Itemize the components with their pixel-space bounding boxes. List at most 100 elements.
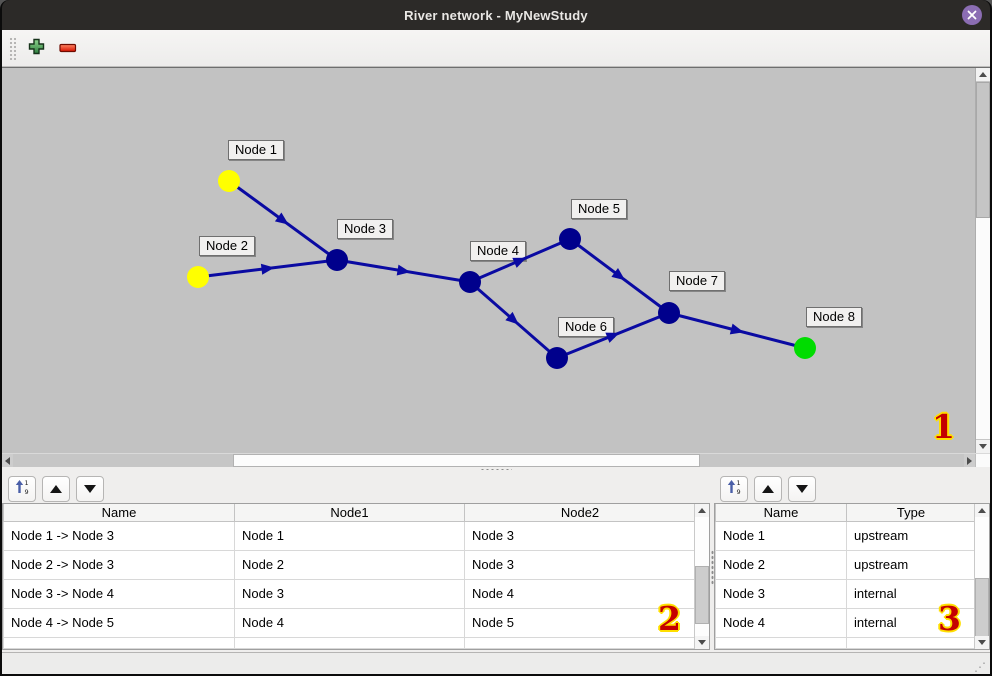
- table-cell[interactable]: Node 2 -> Node 3: [3, 549, 235, 580]
- down-arrow-icon: [796, 484, 808, 493]
- horizontal-splitter[interactable]: [2, 467, 990, 472]
- table-scroll-thumb[interactable]: [695, 566, 709, 624]
- move-up-button[interactable]: [754, 475, 782, 502]
- table-cell: [3, 636, 235, 649]
- remove-link-button[interactable]: [57, 39, 79, 58]
- resize-grip-icon[interactable]: ⋰: [974, 660, 986, 674]
- sort-button[interactable]: 1 9: [8, 475, 36, 502]
- canvas-vscrollbar[interactable]: [975, 68, 990, 453]
- table-cell[interactable]: Node 1: [715, 520, 847, 551]
- scroll-up-button[interactable]: [975, 504, 989, 517]
- toolbar-grip[interactable]: [8, 36, 16, 60]
- table-cell[interactable]: Node 5: [464, 607, 696, 638]
- column-header[interactable]: Node1: [234, 504, 465, 522]
- canvas-hscrollbar[interactable]: [2, 453, 990, 467]
- table-cell[interactable]: upstream: [846, 549, 976, 580]
- table-cell[interactable]: Node 3: [715, 578, 847, 609]
- arrow-down-icon: [698, 640, 706, 645]
- network-canvas[interactable]: Node 1 Node 2 Node 3 Node 4 Node 5 Node 6 Node…: [2, 68, 975, 453]
- add-link-button[interactable]: [26, 36, 47, 60]
- network-node[interactable]: [218, 170, 240, 192]
- titlebar[interactable]: River network - MyNewStudy: [2, 0, 990, 30]
- table-cell[interactable]: upstream: [846, 520, 976, 551]
- scroll-up-button[interactable]: [976, 68, 990, 82]
- network-node[interactable]: [326, 249, 348, 271]
- network-node[interactable]: [658, 302, 680, 324]
- move-down-button[interactable]: [788, 475, 816, 502]
- move-up-button[interactable]: [42, 475, 70, 502]
- svg-text:9: 9: [25, 488, 29, 495]
- minus-icon: [59, 41, 77, 56]
- move-down-button[interactable]: [76, 475, 104, 502]
- column-header[interactable]: Name: [3, 504, 235, 522]
- table-cell[interactable]: Node 2: [234, 549, 465, 580]
- table-cell[interactable]: Node 3 -> Node 4: [3, 578, 235, 609]
- edge-arrow-icon: [396, 264, 411, 276]
- node-label[interactable]: Node 3: [337, 219, 393, 239]
- table-cell[interactable]: Node 4: [234, 607, 465, 638]
- scroll-left-button[interactable]: [2, 454, 13, 467]
- svg-text:9: 9: [737, 488, 741, 495]
- panel-splitter[interactable]: [710, 472, 714, 652]
- vscroll-thumb[interactable]: [976, 82, 990, 218]
- node-label[interactable]: Node 4: [470, 241, 526, 261]
- network-node[interactable]: [794, 337, 816, 359]
- table-cell: [234, 636, 465, 649]
- column-header[interactable]: Type: [846, 504, 976, 522]
- node-label[interactable]: Node 8: [806, 307, 862, 327]
- links-table-scrollbar[interactable]: [694, 504, 709, 649]
- node-label[interactable]: Node 2: [199, 236, 255, 256]
- edge-arrow-icon: [605, 332, 620, 343]
- table-cell[interactable]: Node 1: [234, 520, 465, 551]
- table-scroll-thumb[interactable]: [975, 578, 989, 640]
- network-node[interactable]: [187, 266, 209, 288]
- column-header[interactable]: Name: [715, 504, 847, 522]
- table-cell[interactable]: Node 2: [715, 549, 847, 580]
- edge-arrow-icon: [274, 212, 289, 225]
- scroll-right-button[interactable]: [964, 454, 975, 467]
- table-cell[interactable]: Node 3: [464, 520, 696, 551]
- edge-arrow-icon: [729, 323, 744, 335]
- network-node[interactable]: [459, 271, 481, 293]
- table-cell[interactable]: internal: [846, 607, 976, 638]
- table-cell[interactable]: Node 3: [234, 578, 465, 609]
- close-button[interactable]: [962, 5, 982, 25]
- node-label[interactable]: Node 5: [571, 199, 627, 219]
- scroll-down-button[interactable]: [695, 636, 709, 649]
- sort-button[interactable]: 1 9: [720, 475, 748, 502]
- table-cell[interactable]: Node 4: [464, 578, 696, 609]
- close-icon: [967, 10, 977, 20]
- table-cell[interactable]: internal: [846, 578, 976, 609]
- canvas-area: Node 1 Node 2 Node 3 Node 4 Node 5 Node 6 Node…: [2, 67, 990, 453]
- hscroll-thumb[interactable]: [233, 454, 700, 467]
- table-cell[interactable]: Node 4: [715, 607, 847, 638]
- table-cell: [715, 636, 847, 649]
- table-cell[interactable]: Node 4 -> Node 5: [3, 607, 235, 638]
- network-node[interactable]: [559, 228, 581, 250]
- nodes-table-scrollbar[interactable]: [974, 504, 989, 649]
- node-label[interactable]: Node 6: [558, 317, 614, 337]
- network-node[interactable]: [546, 347, 568, 369]
- scroll-up-button[interactable]: [695, 504, 709, 517]
- scroll-down-button[interactable]: [975, 636, 989, 649]
- scroll-down-button[interactable]: [976, 439, 990, 453]
- node-label[interactable]: Node 7: [669, 271, 725, 291]
- arrow-right-icon: [967, 456, 972, 465]
- arrow-up-icon: [978, 508, 986, 513]
- table-cell[interactable]: Node 1 -> Node 3: [3, 520, 235, 551]
- table-cell: [846, 636, 976, 649]
- column-header[interactable]: Node2: [464, 504, 696, 522]
- node-label[interactable]: Node 1: [228, 140, 284, 160]
- table-cell[interactable]: Node 3: [464, 549, 696, 580]
- network-graph: [187, 170, 816, 369]
